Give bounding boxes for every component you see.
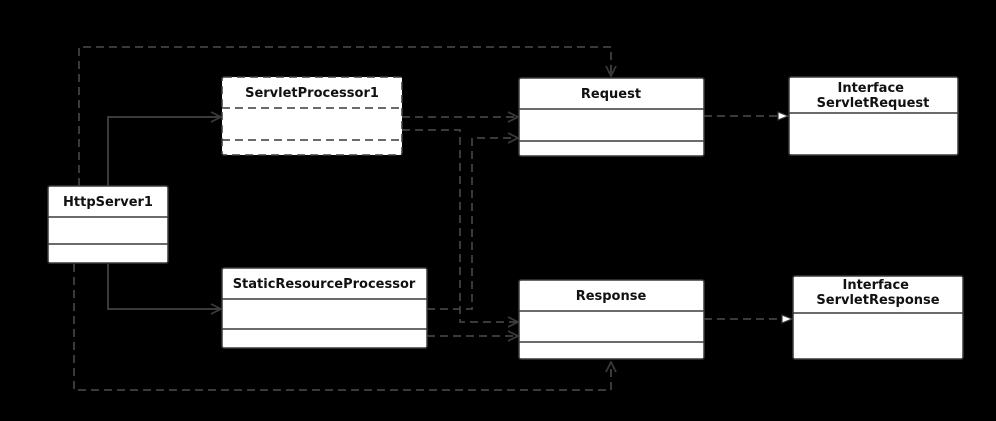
class-httpserver[interactable]: HttpServer1 [47, 185, 169, 264]
dependency-staticprocessor-request [427, 138, 518, 310]
class-response[interactable]: Response [518, 279, 705, 360]
svg-text:StaticResourceProcessor: StaticResourceProcessor [233, 277, 416, 292]
association-httpserver-servletprocessor [107, 117, 221, 186]
association-httpserver-staticprocessor [107, 264, 221, 309]
class-request[interactable]: Request [518, 77, 705, 157]
svg-text:Request: Request [581, 87, 641, 102]
interface-servletresponse[interactable]: Interface ServletResponse [792, 275, 964, 360]
dependency-httpserver-response [73, 264, 611, 391]
dependency-servletprocessor-response [402, 129, 518, 322]
interface-servletrequest[interactable]: Interface ServletRequest [788, 76, 959, 156]
dependency-httpserver-request [78, 46, 611, 186]
connectors [73, 46, 792, 391]
svg-text:HttpServer1: HttpServer1 [63, 195, 153, 210]
interface-name-servletresponse: ServletResponse [816, 293, 939, 308]
svg-text:Interface ServletRequest: Interface ServletRequest [817, 81, 930, 111]
svg-text:Interface ServletRespons: Interface ServletResponse [816, 278, 939, 308]
class-name-servletprocessor: ServletProcessor1 [245, 86, 379, 101]
class-name-httpserver: HttpServer1 [63, 195, 153, 210]
class-name-request: Request [581, 87, 641, 102]
svg-text:Response: Response [576, 289, 647, 304]
svg-text:ServletProcessor1: ServletProcessor1 [245, 86, 379, 101]
class-name-response: Response [576, 289, 647, 304]
class-name-staticprocessor: StaticResourceProcessor [233, 277, 416, 292]
class-staticprocessor[interactable]: StaticResourceProcessor [221, 267, 428, 349]
interface-stereotype-servletresponse: Interface [842, 278, 909, 293]
interface-stereotype-servletrequest: Interface [837, 81, 904, 96]
class-servletprocessor[interactable]: ServletProcessor1 [221, 76, 403, 156]
interface-name-servletrequest: ServletRequest [817, 96, 930, 111]
